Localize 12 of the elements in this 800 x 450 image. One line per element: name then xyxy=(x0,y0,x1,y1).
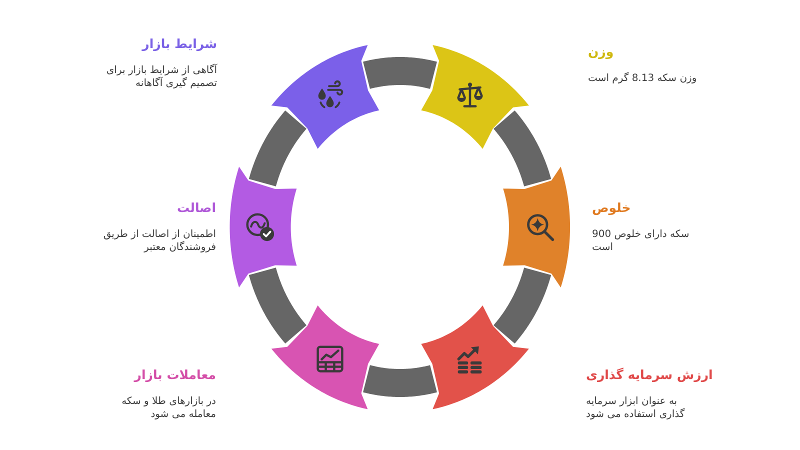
step-description: اطمینان از اصالت از طریق فروشندگان معتبر xyxy=(102,228,216,254)
step-description: سکه دارای خلوص 900 است xyxy=(592,228,690,254)
step-title: وزن xyxy=(588,44,614,60)
step-title: ارزش سرمایه گذاری xyxy=(586,366,713,383)
step-description: به عنوان ابزار سرمایه گذاری استفاده می شود xyxy=(586,395,686,421)
step-title: اصالت xyxy=(177,200,216,216)
step-title: خلوص xyxy=(592,200,631,216)
step-description: در بازارهای طلا و سکه معامله می شود xyxy=(120,395,216,421)
step-description: وزن سکه 8.13 گرم است xyxy=(588,72,697,85)
step-description: آگاهی از شرایط بازار برای تصمیم گیری آگاهانه xyxy=(105,64,217,90)
step-title: شرایط بازار xyxy=(142,36,217,52)
step-title: معاملات بازار xyxy=(134,366,216,383)
